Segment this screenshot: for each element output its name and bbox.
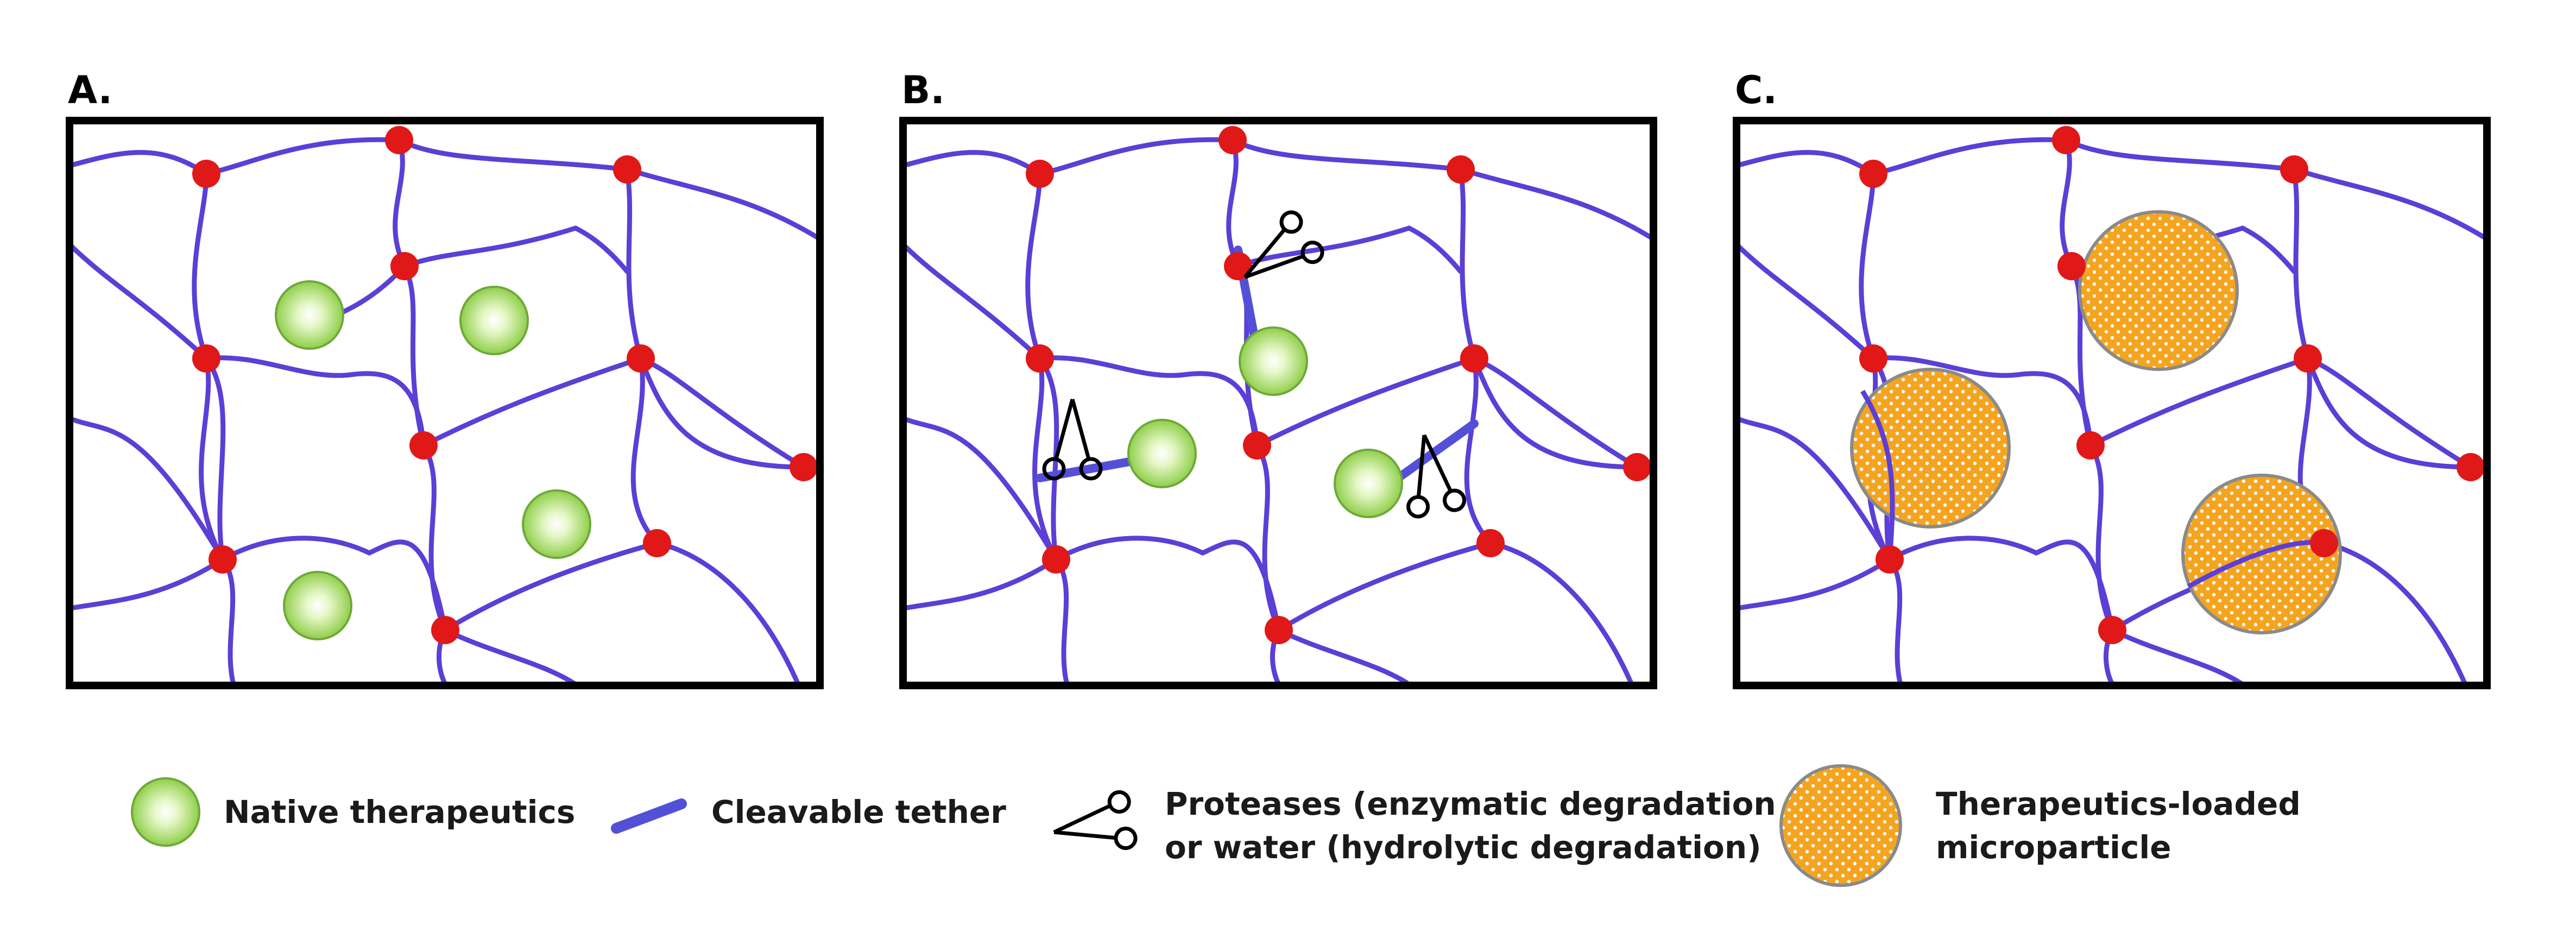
native-therapeutic-icon xyxy=(131,777,200,847)
microparticle-icon xyxy=(1779,764,1902,887)
crosslink-node-icon xyxy=(2098,616,2126,644)
microparticle xyxy=(2078,210,2239,371)
panel-label-c: C. xyxy=(1735,68,1777,112)
crosslink-node-icon xyxy=(2076,431,2105,460)
crosslink-node-icon xyxy=(390,252,419,280)
crosslink-node-icon xyxy=(2280,155,2308,184)
crosslink-node-icon xyxy=(627,344,655,373)
legend-label-protease-line1: Proteases (enzymatic degradation xyxy=(1165,785,1776,822)
crosslink-node-icon xyxy=(1243,431,1271,460)
microparticle xyxy=(1850,368,2011,528)
crosslink-node-icon xyxy=(1218,126,1247,154)
crosslink-node-icon xyxy=(1265,616,1293,644)
crosslink-node-icon xyxy=(385,126,413,154)
panel-label-b: B. xyxy=(901,68,945,112)
crosslink-node-icon xyxy=(1042,545,1070,574)
panel-frame xyxy=(899,117,1657,689)
native-therapeutic-particle xyxy=(522,489,591,559)
crosslink-nodes xyxy=(1859,126,2485,644)
panel-c xyxy=(1733,117,2491,689)
legend-label-micro-line2: microparticle xyxy=(1936,829,2171,866)
polymer-network xyxy=(900,137,1656,687)
crosslink-nodes xyxy=(1026,126,1651,644)
crosslink-node-icon xyxy=(1876,545,1904,574)
crosslink-node-icon xyxy=(1859,344,1887,373)
crosslink-node-icon xyxy=(643,529,671,557)
crosslink-node-icon xyxy=(1026,344,1054,373)
scissors-icon xyxy=(1406,434,1467,519)
panel-label-a: A. xyxy=(68,68,112,112)
crosslink-node-icon xyxy=(1623,453,1651,481)
scissors-icon xyxy=(1042,399,1103,481)
legend-label-protease-line2: or water (hydrolytic degradation) xyxy=(1165,829,1761,866)
crosslink-node-icon xyxy=(431,616,459,644)
native-therapeutic-particle xyxy=(1127,419,1197,488)
crosslink-nodes xyxy=(192,126,818,644)
crosslink-node-icon xyxy=(1460,344,1488,373)
native-therapeutic-particle xyxy=(459,286,529,355)
crosslink-node-icon xyxy=(1447,155,1475,184)
panel-b xyxy=(899,117,1657,689)
crosslink-node-icon xyxy=(192,344,220,373)
scissors-group xyxy=(1042,210,1467,519)
crosslink-node-icon xyxy=(2294,344,2322,373)
scissors-icon xyxy=(1053,790,1138,850)
legend-label-tether: Cleavable tether xyxy=(711,794,1006,830)
tethered-therapeutics xyxy=(1127,326,1403,518)
panel-frame xyxy=(1733,117,2491,689)
native-therapeutic-particle xyxy=(1239,326,1308,396)
panel-a xyxy=(66,117,824,689)
polymer-network xyxy=(1734,137,2490,687)
native-therapeutics xyxy=(275,280,591,640)
panel-frame xyxy=(66,117,824,689)
legend-item-native: Native therapeutics xyxy=(131,777,575,847)
crosslink-node-icon xyxy=(1859,160,1887,188)
native-therapeutic-particle xyxy=(275,280,344,350)
crosslink-node-icon xyxy=(192,160,220,188)
cleavable-tether-icon xyxy=(611,798,687,834)
crosslink-node-icon xyxy=(2057,252,2086,280)
crosslink-node-icon xyxy=(790,453,818,481)
legend-item-microparticle: Therapeutics-loaded microparticle xyxy=(1779,764,2301,887)
polymer-network xyxy=(67,137,823,687)
legend-label-native: Native therapeutics xyxy=(224,794,575,830)
legend-item-tether: Cleavable tether xyxy=(611,794,1006,834)
crosslink-node-icon xyxy=(2052,126,2080,154)
native-therapeutic-particle xyxy=(283,571,352,640)
crosslink-node-icon xyxy=(2457,453,2485,481)
legend-item-protease: Proteases (enzymatic degradation or wate… xyxy=(1053,785,1776,866)
native-therapeutic-particle xyxy=(1334,449,1403,518)
crosslink-node-icon xyxy=(409,431,438,460)
crosslink-node-icon xyxy=(1026,160,1054,188)
crosslink-node-icon xyxy=(1476,529,1505,557)
scissors-icon xyxy=(1243,210,1324,279)
legend-label-micro-line1: Therapeutics-loaded xyxy=(1936,785,2301,822)
crosslink-node-icon xyxy=(2310,529,2338,557)
legend: Native therapeutics Cleavable tether Pro… xyxy=(131,764,2301,887)
crosslink-node-icon xyxy=(613,155,641,184)
crosslink-node-icon xyxy=(209,545,237,574)
crosslink-node-icon xyxy=(1224,252,1252,280)
cleavable-tether xyxy=(1394,419,1479,482)
